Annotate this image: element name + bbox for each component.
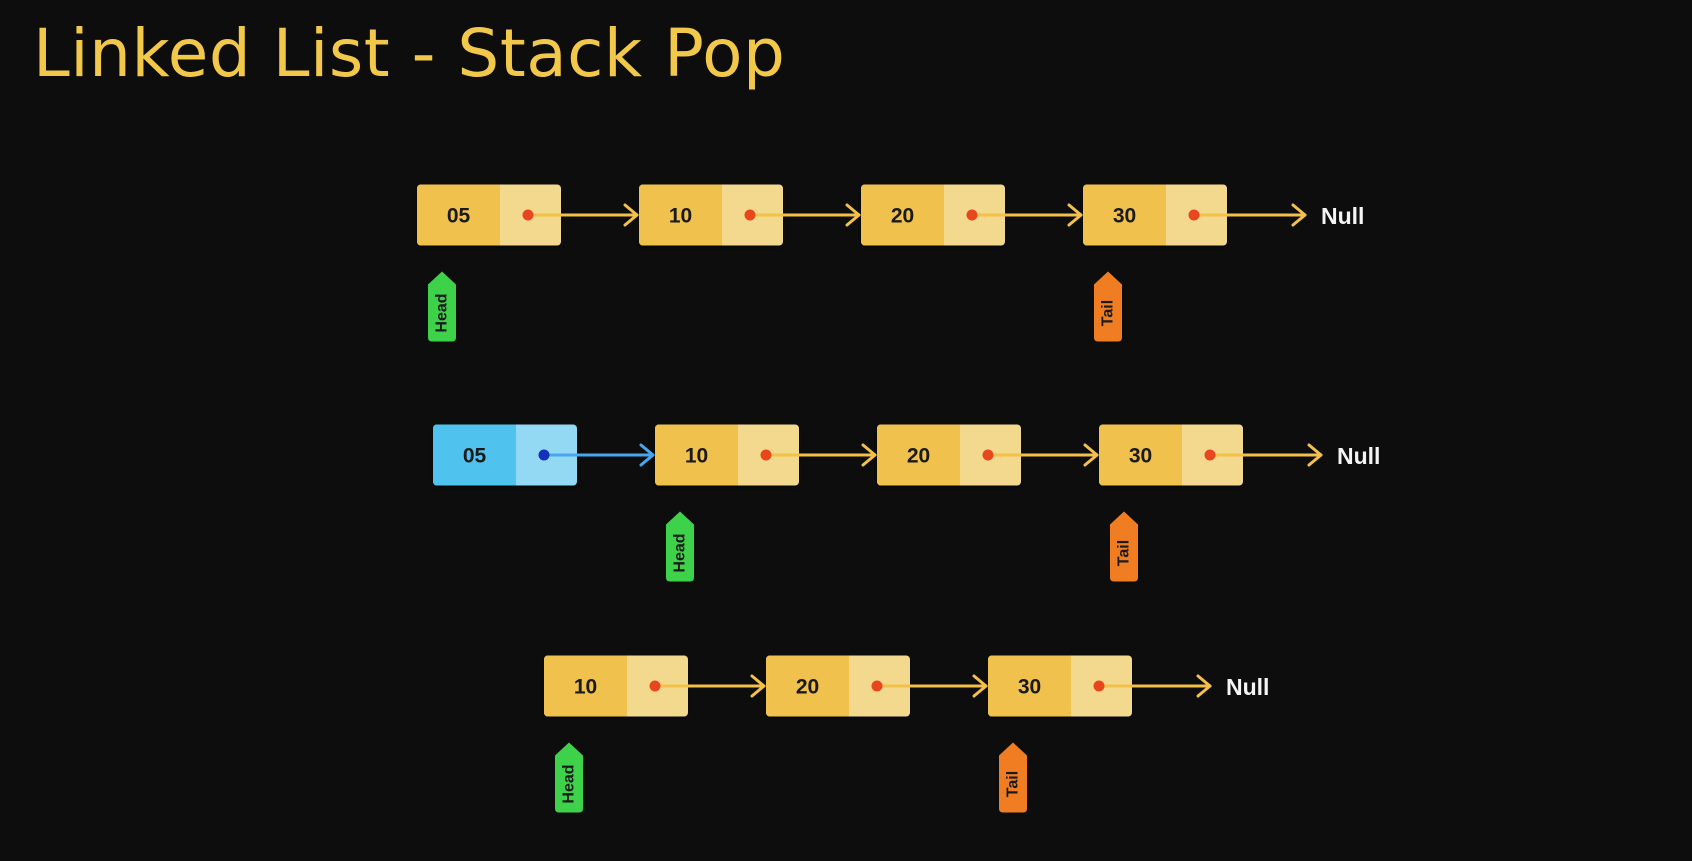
- next-link-arrow: [744, 203, 861, 227]
- next-pointer-dot: [1204, 449, 1216, 461]
- list-node: [544, 655, 688, 717]
- head-pointer-tag: Head: [555, 742, 583, 813]
- popped-node: [433, 424, 577, 486]
- next-link-arrow: [871, 674, 988, 698]
- node-value: 30: [1129, 445, 1152, 468]
- tail-pointer-tag: Tail: [1094, 271, 1122, 342]
- tail-pointer-tag-label: Tail: [1005, 771, 1022, 797]
- node-value: 05: [463, 445, 487, 468]
- node-data-cell: [417, 184, 500, 246]
- node-value: 30: [1113, 205, 1136, 228]
- list-node: [877, 424, 1021, 486]
- list-row-3: 10 20 30 Null: [544, 655, 1269, 717]
- node-value: 20: [891, 205, 914, 228]
- next-pointer-dot: [982, 449, 994, 461]
- list-node: [1099, 424, 1243, 486]
- node-data-cell: [433, 424, 516, 486]
- node-value: 20: [907, 445, 930, 468]
- node-data-cell: [766, 655, 849, 717]
- node-data-cell: [639, 184, 722, 246]
- tail-pointer-tag-label: Tail: [1116, 540, 1133, 566]
- head-pointer-tag-label: Head: [434, 293, 451, 332]
- next-pointer-dot: [1188, 209, 1200, 221]
- tail-pointer-tag: Tail: [999, 742, 1027, 813]
- next-link-arrow: [522, 203, 639, 227]
- head-pointer-tag: Head: [666, 511, 694, 582]
- head-pointer-tag: Head: [428, 271, 456, 342]
- next-pointer-dot: [522, 209, 534, 221]
- next-link-arrow: [649, 674, 766, 698]
- next-pointer-dot: [744, 209, 756, 221]
- list-node: [417, 184, 561, 246]
- tail-pointer-tag: Tail: [1110, 511, 1138, 582]
- next-pointer-dot: [760, 449, 772, 461]
- null-label: Null: [1337, 443, 1380, 469]
- list-node: [655, 424, 799, 486]
- node-value: 05: [447, 205, 471, 228]
- list-node: [861, 184, 1005, 246]
- next-link-arrow: [760, 443, 877, 467]
- node-data-cell: [1083, 184, 1166, 246]
- node-value: 20: [796, 676, 819, 699]
- tail-pointer-tag-label: Tail: [1100, 300, 1117, 326]
- node-value: 30: [1018, 676, 1041, 699]
- node-value: 10: [669, 205, 692, 228]
- next-pointer-dot: [871, 680, 883, 692]
- next-link-arrow: [538, 443, 655, 467]
- next-link-arrow: [966, 203, 1083, 227]
- null-link-arrow: [1204, 443, 1323, 467]
- next-pointer-dot: [649, 680, 661, 692]
- node-data-cell: [877, 424, 960, 486]
- node-data-cell: [544, 655, 627, 717]
- node-value: 10: [685, 445, 708, 468]
- node-data-cell: [1099, 424, 1182, 486]
- list-node: [639, 184, 783, 246]
- list-row-2: 05 10 20 30 Null: [433, 424, 1380, 486]
- next-link-arrow: [982, 443, 1099, 467]
- list-row-1: 05 10 20 30 Null: [417, 184, 1364, 246]
- null-label: Null: [1226, 674, 1269, 700]
- node-data-cell: [655, 424, 738, 486]
- head-pointer-tag-label: Head: [561, 764, 578, 803]
- node-data-cell: [861, 184, 944, 246]
- next-pointer-dot: [538, 449, 550, 461]
- null-link-arrow: [1093, 674, 1212, 698]
- list-node: [766, 655, 910, 717]
- null-label: Null: [1321, 203, 1364, 229]
- node-value: 10: [574, 676, 597, 699]
- list-node: [1083, 184, 1227, 246]
- head-pointer-tag-label: Head: [672, 533, 689, 572]
- page-title: Linked List - Stack Pop: [33, 15, 786, 92]
- null-link-arrow: [1188, 203, 1307, 227]
- next-pointer-dot: [1093, 680, 1105, 692]
- next-pointer-dot: [966, 209, 978, 221]
- list-node: [988, 655, 1132, 717]
- node-data-cell: [988, 655, 1071, 717]
